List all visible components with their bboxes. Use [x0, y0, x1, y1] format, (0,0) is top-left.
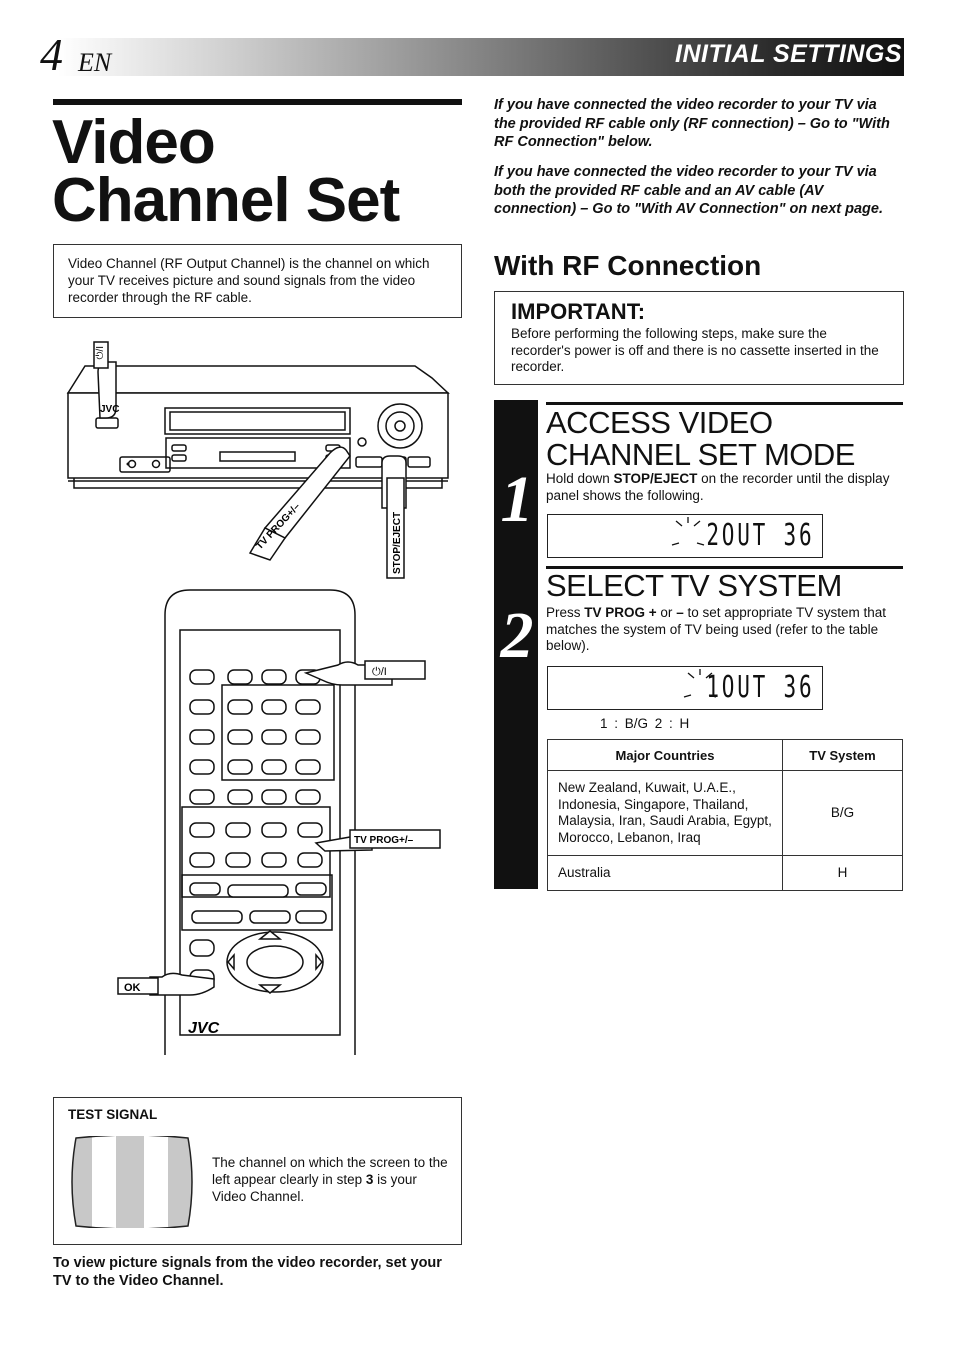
- note-rf-av: If you have connected the video recorder…: [494, 164, 884, 217]
- page-language: EN: [78, 48, 112, 77]
- step-bar: 1 2: [494, 400, 538, 889]
- tv-system-table: Major Countries TV System New Zealand, K…: [547, 739, 903, 891]
- table-row: New Zealand, Kuwait, U.A.E., Indonesia, …: [547, 770, 903, 856]
- test-signal-title: TEST SIGNAL: [68, 1107, 158, 1122]
- important-box: IMPORTANT: Before performing the followi…: [494, 291, 904, 385]
- remote-illustration: ⏻/I TV PROG+/– OK JVC: [117, 589, 441, 1055]
- blink-icon: [671, 517, 705, 546]
- page-number: 4: [40, 29, 63, 80]
- bottom-note: To view picture signals from the video r…: [53, 1255, 442, 1289]
- table-row: Australia H: [547, 855, 903, 891]
- rf-connection-heading: With RF Connection: [494, 250, 762, 281]
- step-number-2: 2: [500, 599, 534, 672]
- display-panel-1: 2OUT 36: [547, 514, 823, 558]
- intro-box: Video Channel (RF Output Channel) is the…: [53, 244, 462, 318]
- step2-heading: SELECT TV SYSTEM: [546, 568, 842, 603]
- intro-text: Video Channel (RF Output Channel) is the…: [68, 256, 430, 305]
- step1-heading: ACCESS VIDEO CHANNEL SET MODE: [546, 405, 855, 472]
- remote-tv-prog-label: TV PROG+/–: [354, 835, 414, 846]
- page-title-line1: Video: [52, 108, 216, 177]
- important-title: IMPORTANT:: [511, 299, 646, 324]
- display-text-2: 1OUT 36: [705, 670, 814, 705]
- header-bar: [58, 38, 904, 76]
- remote-power-label: ⏻/I: [372, 666, 387, 678]
- step-number-1: 1: [500, 463, 534, 536]
- display-panel-2: 1OUT 36: [547, 666, 823, 710]
- page-title-line2: Channel Set: [52, 166, 400, 235]
- blink-icon: [683, 669, 717, 698]
- section-title: INITIAL SETTINGS: [675, 40, 902, 68]
- step1-rule: [546, 402, 903, 405]
- remote-brand: JVC: [188, 1020, 220, 1037]
- ok-label: OK: [124, 982, 141, 994]
- table-cell-system: H: [782, 855, 903, 891]
- table-cell-countries: Australia: [547, 855, 783, 891]
- test-signal-text: The channel on which the screen to the l…: [212, 1155, 448, 1204]
- table-cell-countries: New Zealand, Kuwait, U.A.E., Indonesia, …: [547, 770, 783, 856]
- title-rule: [53, 99, 462, 105]
- tv-system-legend: 1 : B/G 2 : H: [600, 716, 690, 731]
- note-rf-only: If you have connected the video recorder…: [494, 97, 890, 150]
- step2-text: Press TV PROG + or – to set appropriate …: [546, 605, 887, 653]
- table-header-countries: Major Countries: [547, 739, 783, 771]
- table-header-system: TV System: [782, 739, 903, 771]
- step2-rule: [546, 566, 903, 569]
- display-text-1: 2OUT 36: [705, 518, 814, 553]
- vcr-brand: JVC: [100, 404, 119, 415]
- power-label: ⏻/I: [95, 346, 106, 359]
- table-cell-system: B/G: [782, 770, 903, 856]
- stop-eject-label: STOP/EJECT: [392, 512, 403, 574]
- test-signal-image: [71, 1136, 193, 1228]
- test-signal-box: TEST SIGNAL The channel on which the scr…: [53, 1097, 462, 1245]
- step1-text: Hold down STOP/EJECT on the recorder unt…: [546, 471, 890, 503]
- important-text: Before performing the following steps, m…: [511, 326, 879, 374]
- vcr-illustration: ⏻/I JVC TV PROG+/– STOP/EJECT: [66, 341, 450, 579]
